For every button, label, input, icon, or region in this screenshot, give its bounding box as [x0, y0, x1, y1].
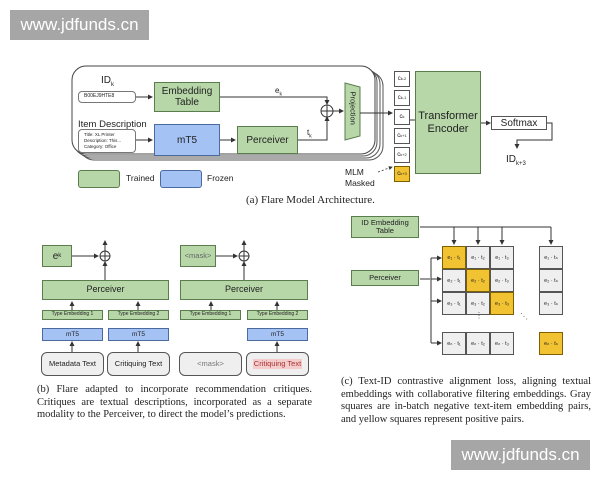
b-mask-input: <mask>: [179, 352, 242, 376]
c-perceiver: Perceiver: [351, 270, 419, 286]
projection-box: Projection: [348, 91, 358, 125]
c-vdots: ⋮: [475, 311, 483, 320]
legend-frozen-swatch: [160, 170, 202, 188]
caption-a: (a) Flare Model Architecture.: [246, 194, 375, 206]
id-k-label: IDk: [101, 75, 114, 88]
negative-pair-cell: e₂ · t₃: [490, 269, 514, 292]
b-perceiver-right: Perceiver: [180, 280, 308, 300]
legend-trained-label: Trained: [126, 173, 155, 183]
negative-pair-cell: eₙ · t₂: [466, 332, 490, 355]
b-mt5-2-right: mT5: [247, 328, 308, 341]
item-description-label: Item Description: [78, 119, 147, 130]
b-perceiver-left: Perceiver: [42, 280, 169, 300]
positive-pair-cell: e₃ · t₃: [490, 292, 514, 315]
negative-pair-cell: eₙ · t₃: [490, 332, 514, 355]
positive-pair-cell: eₙ · tₙ: [539, 332, 563, 355]
negative-pair-cell: e₂ · tₙ: [539, 269, 563, 292]
caption-b: (b) Flare adapted to incorporate recomme…: [37, 384, 312, 420]
b-type-embedding-2-left: Type Embedding 2: [108, 310, 169, 320]
b-mask-box: <mask>: [180, 245, 216, 267]
mt5-box: mT5: [154, 124, 220, 156]
negative-pair-cell: e₂ · t₁: [442, 269, 466, 292]
transformer-encoder-box: Transformer Encoder: [415, 71, 481, 174]
negative-pair-cell: e₁ · t₂: [466, 246, 490, 269]
b-critiquing-text-right: Critiquing Text: [246, 352, 309, 376]
b-metadata-text: Metadata Text: [41, 352, 104, 376]
negative-pair-cell: e₃ · tₙ: [539, 292, 563, 315]
legend-frozen-label: Frozen: [207, 173, 234, 183]
watermark-top: www.jdfunds.cn: [10, 10, 149, 40]
ek-label: ek: [275, 86, 282, 98]
negative-pair-cell: eₙ · t₁: [442, 332, 466, 355]
positive-pair-cell: e₂ · t₂: [466, 269, 490, 292]
softmax-box: Softmax: [491, 116, 547, 130]
b-critiquing-text-left: Critiquing Text: [107, 352, 170, 376]
negative-pair-cell: e₃ · t₂: [466, 292, 490, 315]
item-description-field: Title: XL Printer Description: This... C…: [78, 129, 136, 153]
watermark-bottom: www.jdfunds.cn: [451, 440, 590, 470]
b-type-embedding-1-right: Type Embedding 1: [180, 310, 241, 320]
b-type-embedding-1-left: Type Embedding 1: [42, 310, 103, 320]
perceiver-box: Perceiver: [237, 126, 298, 154]
negative-pair-cell: e₁ · t₃: [490, 246, 514, 269]
mlm-masked-label: MLM Masked: [345, 167, 375, 188]
embedding-table-box: Embedding Table: [154, 82, 220, 112]
b-type-embedding-2-right: Type Embedding 2: [247, 310, 308, 320]
positive-pair-cell: e₁ · t₁: [442, 246, 466, 269]
negative-pair-cell: e₁ · tₙ: [539, 246, 563, 269]
c-ddots: ⋱: [520, 312, 528, 321]
negative-pair-cell: e₃ · t₁: [442, 292, 466, 315]
id-value-field: B00EJ9HTE8: [78, 91, 136, 103]
caption-c: (c) Text-ID contrastive alignment loss, …: [341, 376, 591, 425]
b-mt5-1-left: mT5: [42, 328, 103, 341]
tk-label: tk: [307, 128, 312, 140]
c-corner: eₙ · tₙ: [539, 332, 563, 355]
c-id-embedding-table: ID Embedding Table: [351, 216, 419, 238]
b-mt5-2-left: mT5: [108, 328, 169, 341]
output-id-label: IDk+3: [506, 154, 526, 167]
legend-trained-swatch: [78, 170, 120, 188]
